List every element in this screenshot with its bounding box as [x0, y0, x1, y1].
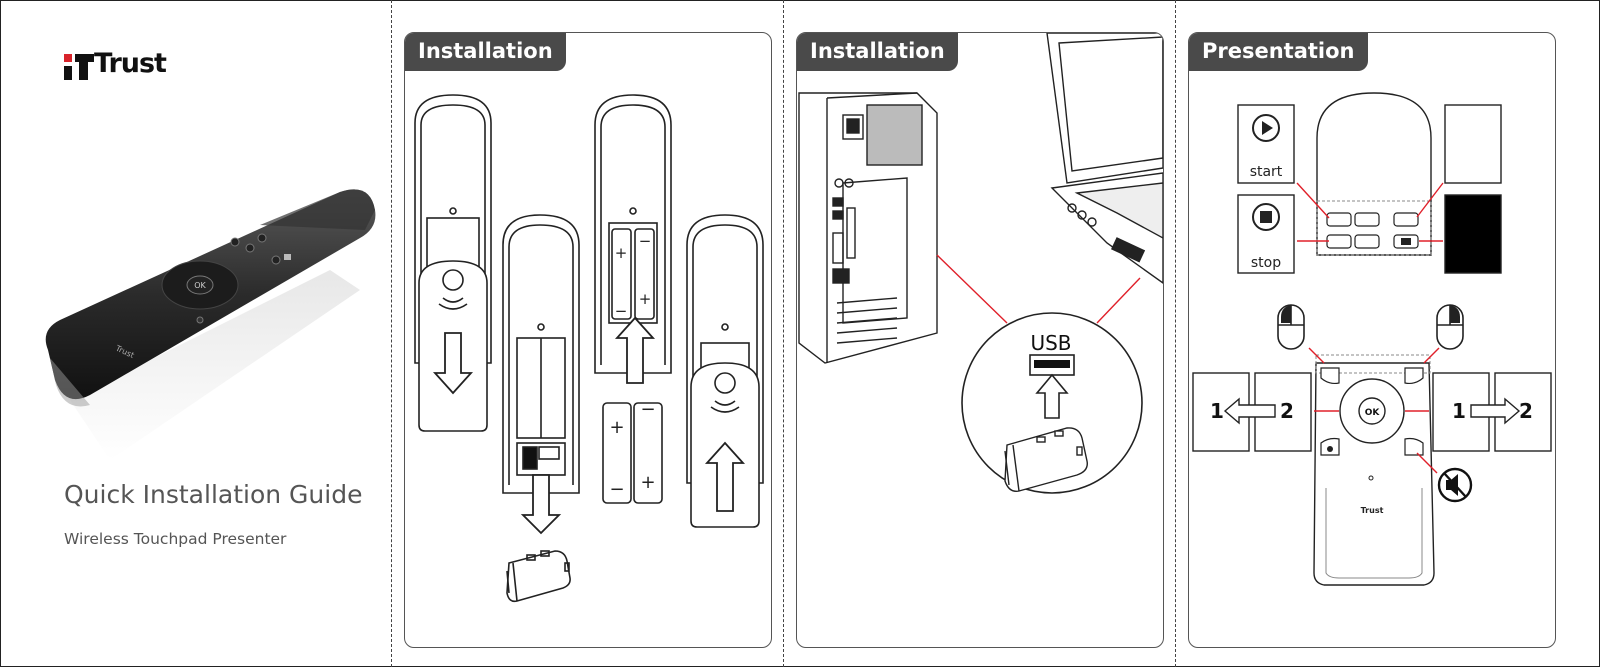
usb-install-illustration: USB	[798, 33, 1163, 494]
page-subtitle: Wireless Touchpad Presenter	[64, 530, 287, 548]
battery-minus-sign: −	[639, 232, 652, 250]
slide-number-to: 2	[1519, 399, 1533, 423]
fold-line-2	[783, 0, 784, 667]
brand-logo: Trust	[64, 48, 167, 84]
installation-panel-1: Installation	[404, 32, 772, 648]
usb-dongle-icon	[1004, 427, 1088, 492]
panel-tab: Presentation	[1189, 33, 1368, 71]
presentation-panel: Presentation start stop	[1188, 32, 1556, 648]
battery-minus-sign: −	[640, 399, 655, 420]
battery-install-illustration: + − − + + − − +	[414, 94, 764, 603]
battery-plus-sign: +	[640, 472, 655, 493]
battery-plus-sign: +	[615, 244, 628, 262]
ok-button-label: OK	[1365, 408, 1381, 418]
brand-name: Trust	[94, 48, 167, 79]
panel-tab: Installation	[405, 33, 566, 71]
arrow-left-icon	[1223, 397, 1276, 425]
arrow-down-icon	[520, 474, 562, 535]
arrow-up-icon	[704, 441, 746, 512]
installation-panel-2: Installation USB	[796, 32, 1164, 648]
play-icon	[1252, 114, 1280, 142]
arrow-up-icon	[614, 316, 656, 384]
stop-icon	[1252, 203, 1280, 231]
computer-tower-icon	[798, 92, 938, 364]
presentation-illustration: start stop OK	[1192, 92, 1552, 586]
start-label: start	[1250, 164, 1283, 180]
slide-number-from: 1	[1452, 399, 1466, 423]
usb-dongle-icon	[506, 550, 571, 603]
remote-brand-text: Trust	[1361, 506, 1384, 515]
battery-plus-sign: +	[609, 417, 624, 438]
slide-number-to: 2	[1280, 399, 1294, 423]
arrow-right-icon	[1470, 397, 1521, 425]
battery-minus-sign: −	[609, 479, 624, 500]
panel-tab: Installation	[797, 33, 958, 71]
fold-line-1	[391, 0, 392, 667]
mouse-right-icon	[1436, 304, 1464, 350]
battery-plus-sign: +	[639, 290, 652, 308]
fold-line-3	[1175, 0, 1176, 667]
remote-ok-text: OK	[194, 281, 206, 290]
stop-label: stop	[1251, 255, 1281, 271]
arrow-up-icon	[1035, 373, 1069, 419]
laptop-icon	[1046, 33, 1163, 284]
mouse-left-icon	[1277, 304, 1305, 350]
battery-icon: + − − +	[602, 399, 663, 504]
page-title: Quick Installation Guide	[64, 480, 363, 509]
presenter-photo: OK Trust	[45, 189, 376, 460]
battery-minus-sign: −	[615, 302, 628, 320]
mute-icon	[1437, 467, 1473, 503]
arrow-down-icon	[432, 332, 474, 395]
usb-port-label: USB	[1030, 331, 1071, 355]
trust-logo-icon	[64, 54, 94, 80]
slide-number-from: 1	[1210, 399, 1224, 423]
